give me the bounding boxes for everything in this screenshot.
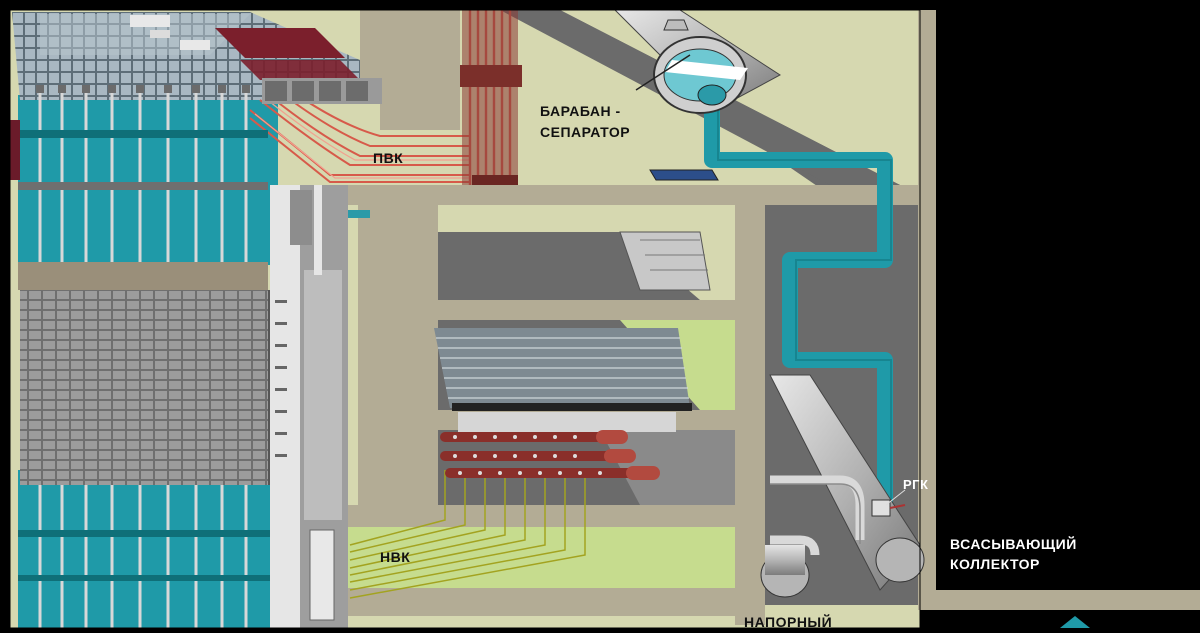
label-nvk: НВК (380, 549, 411, 565)
nvk-headers (440, 430, 660, 480)
label-suction-line1: ВСАСЫВАЮЩИЙ (950, 536, 1077, 552)
reactor-water-top (18, 95, 278, 265)
drum-leader-line (635, 54, 691, 91)
label-suction-line2: КОЛЛЕКТОР (950, 556, 1040, 572)
steam-riser-casing (462, 10, 518, 185)
drum-separator (613, 9, 781, 114)
label-drum-line2: СЕПАРАТОР (540, 124, 631, 140)
label-drum-line1: БАРАБАН - (540, 103, 621, 119)
label-pvk: ПВК (373, 150, 404, 166)
right-wall (918, 10, 936, 610)
nvk-pipe-bundle (349, 470, 586, 599)
suction-collector (760, 374, 925, 598)
rgk-leader-line (885, 489, 906, 506)
label-rgk: РГК (903, 477, 929, 492)
separator-louvers (434, 328, 692, 432)
label-pressure-partial: НАПОРНЫЙ (744, 614, 833, 630)
upper-slab (360, 10, 460, 130)
graphite-stack (20, 290, 270, 485)
